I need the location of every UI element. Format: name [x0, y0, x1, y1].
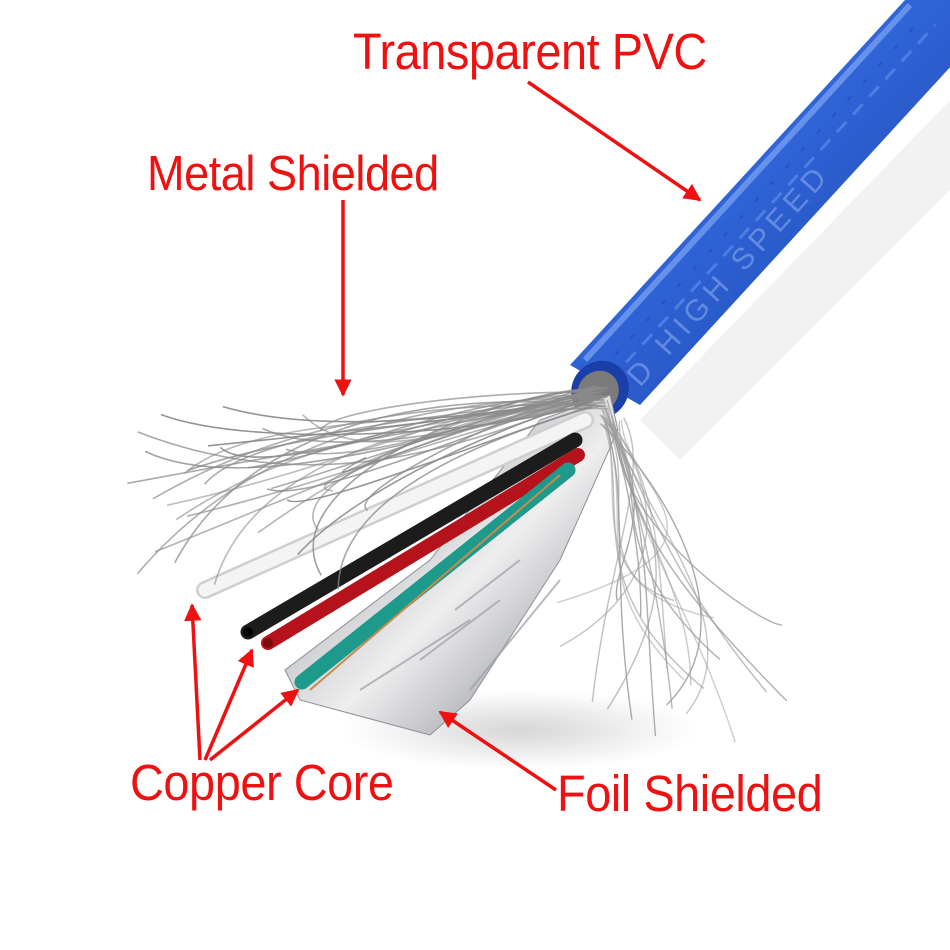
label-transparent-pvc: Transparent PVC: [353, 23, 707, 80]
braid-strand: [341, 398, 605, 473]
braid-strand: [137, 393, 603, 466]
braid-strand: [605, 421, 721, 660]
braid-strand: [262, 398, 597, 443]
braid-strand: [605, 417, 668, 670]
braid-strand: [601, 415, 635, 601]
braid-strand: [136, 395, 608, 575]
wire-black: [240, 432, 583, 640]
copper-drain-wire: [309, 474, 561, 691]
braid-strand: [559, 427, 648, 648]
label-foil-shielded: Foil Shielded: [557, 765, 823, 822]
foil-creases: [359, 559, 561, 691]
metal-braid-strands: [127, 384, 609, 590]
braid-strand: [603, 419, 633, 720]
jacket-shadow: [640, 100, 950, 460]
arrow-copper-core-2: [203, 648, 254, 761]
braid-strand: [219, 386, 609, 458]
braid-strand: [604, 416, 715, 619]
arrow-copper-core-3: [208, 688, 300, 762]
braid-strand: [222, 396, 593, 423]
metal-braid-hanging: [556, 399, 788, 743]
label-metal-shielded: Metal Shielded: [147, 147, 439, 201]
braid-strand: [602, 409, 709, 715]
inner-wires: [196, 411, 594, 691]
wire-red: [261, 448, 585, 650]
arrow-foil-shielded: [438, 710, 557, 792]
arrow-transparent-pvc: [527, 80, 702, 202]
braid-strand: [319, 391, 595, 432]
annotation-arrows: [184, 80, 702, 792]
braid-strand: [591, 417, 634, 703]
label-copper-core: Copper Core: [130, 754, 394, 811]
braid-strand: [556, 419, 669, 604]
arrow-copper-core-1: [184, 603, 202, 761]
braid-strand: [187, 397, 591, 472]
braid-strand: [613, 421, 736, 743]
braid-strand: [184, 400, 605, 474]
braid-strand: [286, 406, 593, 503]
wire-white: [198, 413, 592, 597]
